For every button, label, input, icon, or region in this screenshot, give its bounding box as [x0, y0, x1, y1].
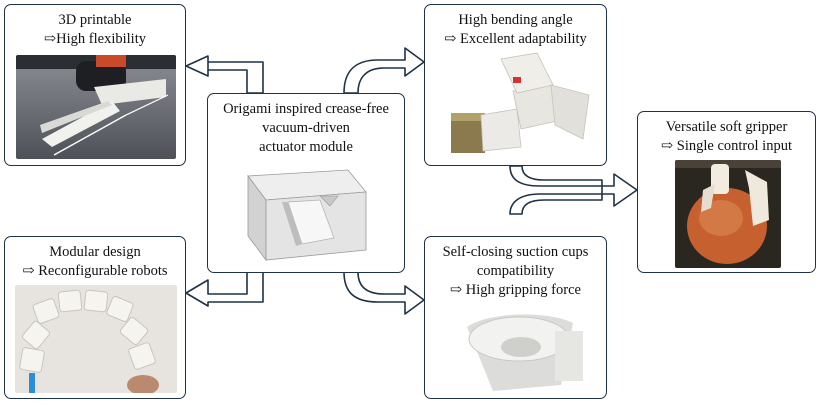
suction-panel: Self-closing suction cups compatibility … — [424, 236, 607, 399]
suction-title-line-1: Self-closing suction cups — [442, 244, 589, 260]
bending-title-line-1: High bending angle — [458, 12, 573, 28]
suction-title-line-3: ⇨ High gripping force — [450, 282, 581, 298]
printable-title-line-1: 3D printable — [58, 12, 132, 28]
actuator-module-render — [238, 166, 372, 264]
gripper-photo — [675, 160, 781, 268]
arrow-to-bending — [343, 47, 425, 94]
suction-title: Self-closing suction cups compatibility … — [425, 243, 606, 300]
bending-title-line-2: ⇨ Excellent adaptability — [444, 31, 587, 47]
gripper-title-line-1: Versatile soft gripper — [665, 119, 788, 135]
bending-title: High bending angle ⇨ Excellent adaptabil… — [425, 11, 606, 49]
arrow-to-printable — [185, 55, 264, 94]
printable-title-line-2: ⇨High flexibility — [44, 31, 146, 47]
center-title-line-2: vacuum-driven — [262, 120, 350, 136]
modular-title: Modular design ⇨ Reconfigurable robots — [5, 243, 185, 281]
suction-title-line-2: compatibility — [476, 263, 555, 279]
bending-panel: High bending angle ⇨ Excellent adaptabil… — [424, 4, 607, 166]
center-title-line-3: actuator module — [259, 139, 353, 155]
modular-robot-photo — [15, 285, 177, 393]
center-title: Origami inspired crease-free vacuum-driv… — [208, 100, 404, 157]
gripper-panel: Versatile soft gripper ⇨ Single control … — [637, 111, 816, 273]
suction-cup-photo — [459, 307, 585, 393]
gripper-title: Versatile soft gripper ⇨ Single control … — [638, 118, 815, 156]
arrow-to-suction — [343, 271, 425, 315]
center-panel: Origami inspired crease-free vacuum-driv… — [207, 93, 405, 273]
printable-panel: 3D printable ⇨High flexibility — [4, 4, 186, 166]
modular-title-line-1: Modular design — [49, 244, 141, 260]
gripper-title-line-2: ⇨ Single control input — [661, 138, 792, 154]
printable-title: 3D printable ⇨High flexibility — [5, 11, 185, 49]
modular-title-line-2: ⇨ Reconfigurable robots — [22, 263, 168, 279]
printer-photo — [16, 55, 176, 159]
arrow-to-gripper — [509, 165, 638, 215]
bending-actuator-photo — [451, 51, 597, 159]
center-title-line-1: Origami inspired crease-free — [223, 101, 389, 117]
arrow-to-modular — [185, 271, 264, 307]
modular-panel: Modular design ⇨ Reconfigurable robots — [4, 236, 186, 399]
